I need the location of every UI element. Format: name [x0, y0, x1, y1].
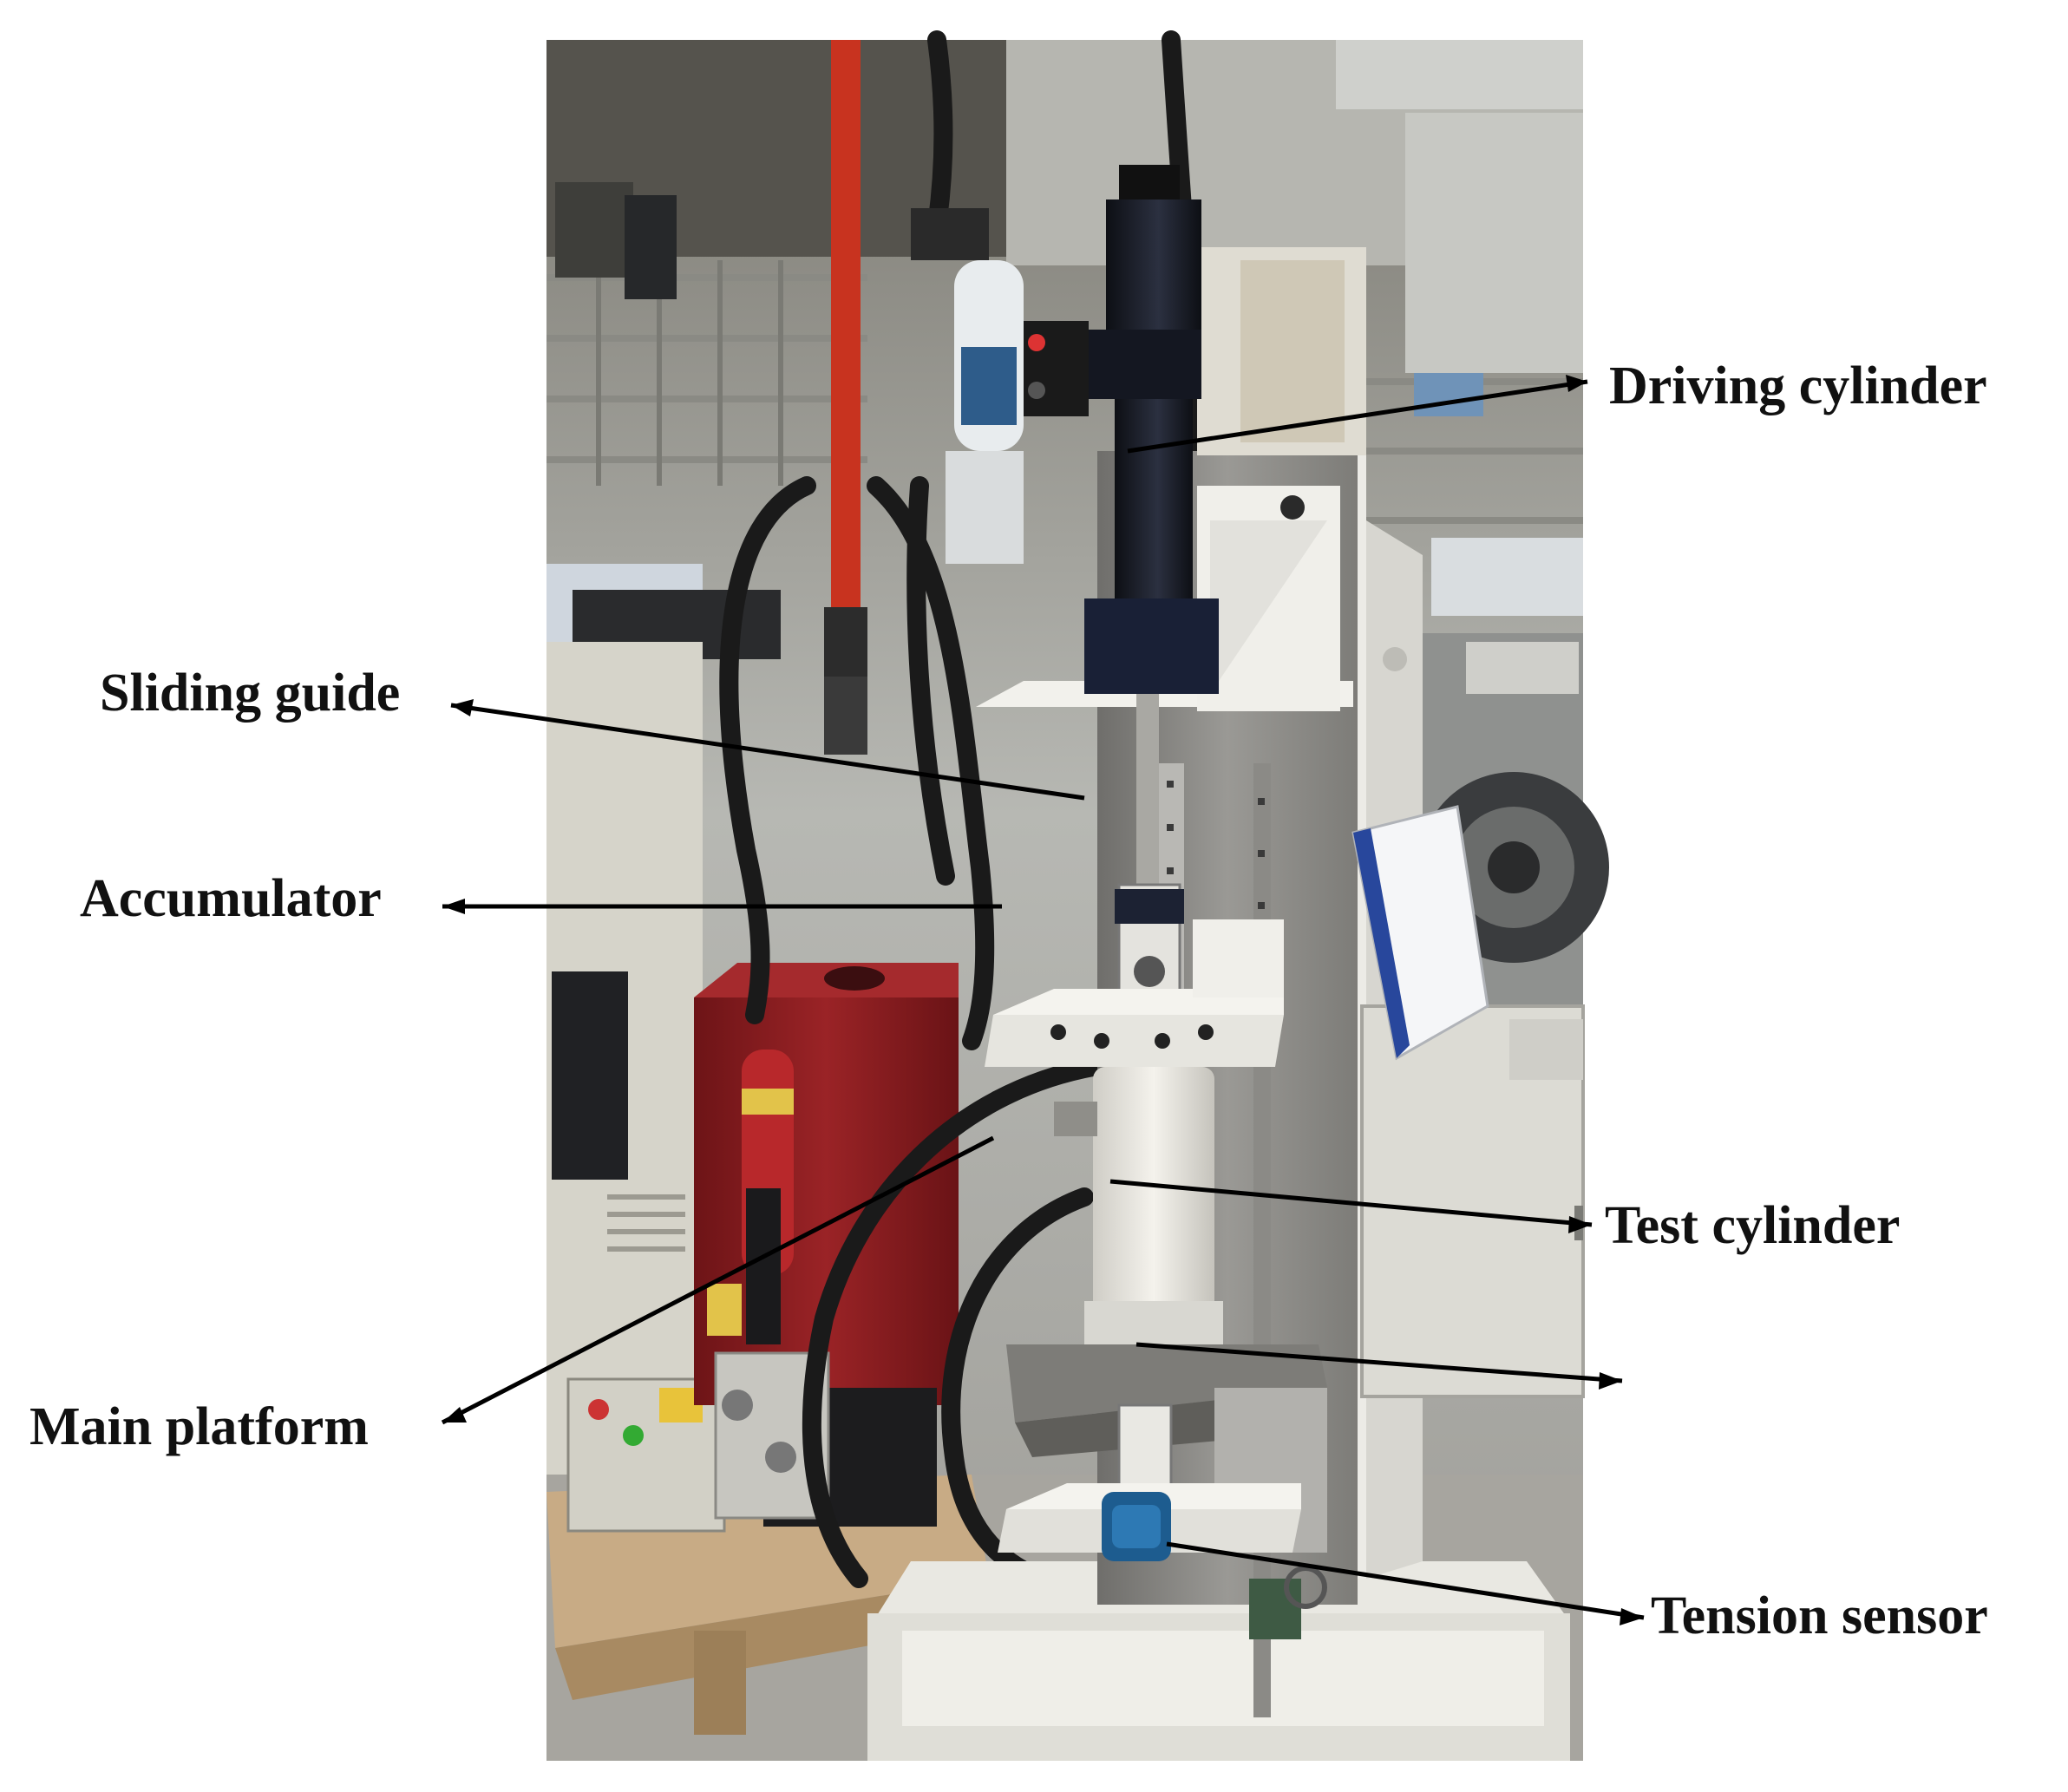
arrow-lower-plate: [1135, 1342, 1623, 1383]
arrow-sliding-guide: [450, 703, 1085, 801]
label-tension-sensor: Tension sensor: [1651, 1586, 1988, 1645]
red-pipe: [824, 40, 867, 755]
callout-arrows: [441, 375, 1645, 1625]
arrow-driving-cylinder: [1127, 379, 1588, 454]
label-main-platform: Main platform: [29, 1397, 369, 1456]
accumulator-station: [694, 963, 959, 1527]
label-accumulator: Accumulator: [80, 869, 382, 928]
driving-cylinder: [1019, 165, 1219, 911]
electrical-cabinet: [1351, 805, 1585, 1398]
servo-valve: [911, 208, 1024, 564]
arrow-tension-sensor: [1166, 1541, 1645, 1620]
label-sliding-guide: Sliding guide: [100, 664, 401, 723]
handwheel: [1249, 1566, 1327, 1639]
clevis-upper: [985, 883, 1284, 1067]
photo: [546, 30, 1609, 1761]
label-test-cylinder: Test cylinder: [1605, 1196, 1901, 1255]
test-cylinder: [1054, 1067, 1223, 1344]
arrow-test-cylinder: [1109, 1179, 1593, 1227]
label-driving-cylinder: Driving cylinder: [1609, 356, 1987, 415]
tension-sensor: [1102, 1492, 1171, 1561]
arrow-main-platform: [441, 1135, 995, 1425]
